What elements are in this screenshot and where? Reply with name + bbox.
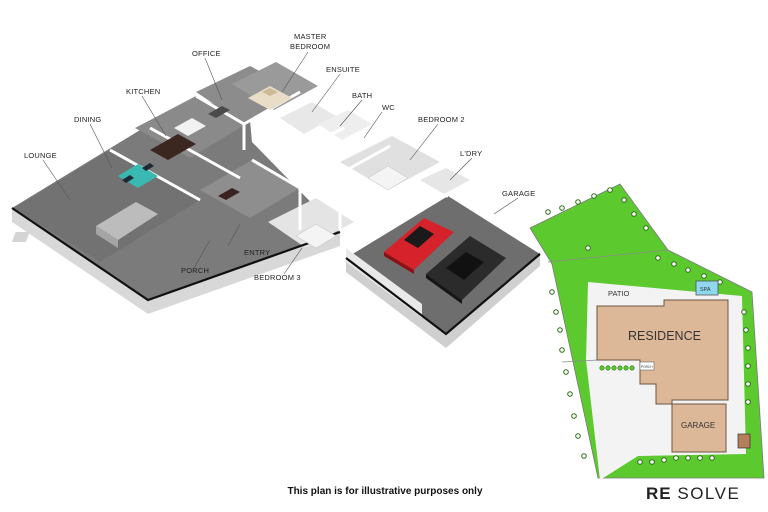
- garage-building: [671, 403, 727, 453]
- room-labels: LOUNGE DINING KITCHEN OFFICE MASTER BEDR…: [24, 32, 535, 282]
- shrub: [599, 365, 605, 371]
- tree: [585, 245, 591, 251]
- kitchen-counter: [150, 118, 206, 160]
- tree: [745, 399, 751, 405]
- tree: [745, 381, 751, 387]
- room-label-master-line1: MASTER: [294, 32, 327, 41]
- disclaimer-text: This plan is for illustrative purposes o…: [287, 486, 483, 497]
- tree: [673, 455, 679, 461]
- room-label-wc: WC: [382, 103, 395, 112]
- entry-table: [218, 188, 240, 200]
- trees: [545, 187, 751, 465]
- floor-plan-3d: LOUNGE DINING KITCHEN OFFICE MASTER BEDR…: [11, 32, 541, 348]
- tree: [643, 225, 649, 231]
- tree: [655, 255, 661, 261]
- tree: [671, 261, 677, 267]
- red-car: [384, 218, 454, 274]
- site-label-patio: PATIO: [608, 289, 630, 298]
- tree: [661, 457, 667, 463]
- bedroom3-bed: [295, 223, 337, 249]
- wall-depth-left: [12, 208, 340, 314]
- bath-floor: [318, 110, 372, 140]
- tree: [621, 197, 627, 203]
- outer-wall-garage: [345, 253, 541, 336]
- room-label-porch: PORCH: [181, 266, 209, 275]
- room-label-master-line2: BEDROOM: [290, 42, 330, 51]
- room-label-kitchen: KITCHEN: [126, 87, 160, 96]
- tree: [591, 193, 597, 199]
- tree: [559, 347, 565, 353]
- tree: [567, 391, 573, 397]
- bedroom3-floor: [268, 198, 354, 248]
- sofa: [11, 202, 158, 248]
- wall-depth-garage: [346, 252, 540, 348]
- room-label-ensuite: ENSUITE: [326, 65, 360, 74]
- tree: [571, 413, 577, 419]
- spa: [695, 280, 719, 296]
- ensuite-floor: [280, 102, 336, 134]
- master-floor: [232, 62, 318, 110]
- label-leaders: [42, 51, 519, 275]
- shrub: [629, 365, 635, 371]
- tree: [745, 345, 751, 351]
- tree: [581, 453, 587, 459]
- room-label-dining: DINING: [74, 115, 101, 124]
- tree: [607, 187, 613, 193]
- shrub: [617, 365, 623, 371]
- room-label-bedroom3: BEDROOM 3: [254, 273, 301, 282]
- tree: [559, 205, 565, 211]
- company-logo: RE SOLVE: [646, 484, 740, 504]
- black-car: [426, 236, 506, 304]
- tree: [575, 199, 581, 205]
- tree: [553, 309, 559, 315]
- dining-table: [118, 163, 158, 188]
- boundary-line: [547, 249, 669, 263]
- tree: [631, 211, 637, 217]
- logo-solve: SOLVE: [677, 484, 741, 503]
- tree: [545, 209, 551, 215]
- tree: [701, 273, 707, 279]
- boundary-line-2: [561, 359, 599, 363]
- patio-plants: [599, 365, 635, 371]
- site-porch: [639, 361, 655, 371]
- tree: [741, 309, 747, 315]
- room-label-lounge: LOUNGE: [24, 151, 57, 160]
- tree: [575, 433, 581, 439]
- tree: [697, 455, 703, 461]
- office-desk: [208, 106, 230, 118]
- outer-wall-left: [11, 207, 341, 302]
- room-label-office: OFFICE: [192, 49, 221, 58]
- tree: [649, 459, 655, 465]
- shrub: [611, 365, 617, 371]
- site-label-garage: GARAGE: [681, 421, 715, 430]
- laundry-floor: [420, 168, 470, 194]
- site-label-residence: RESIDENCE: [628, 329, 701, 343]
- tree: [709, 455, 715, 461]
- logo-re: RE: [646, 484, 672, 503]
- site-label-porch: PORCH: [641, 365, 653, 369]
- bedroom2-floor: [340, 136, 440, 190]
- tree: [563, 369, 569, 375]
- tree: [745, 363, 751, 369]
- shrub: [623, 365, 629, 371]
- site-plan: PATIO SPA RESIDENCE GARAGE PORCH: [529, 183, 765, 480]
- room-label-laundry: L'DRY: [460, 149, 482, 158]
- room-label-entry: ENTRY: [244, 248, 270, 257]
- shrub: [605, 365, 611, 371]
- bedroom2-bed: [367, 165, 409, 191]
- tree: [549, 289, 555, 295]
- site-label-spa: SPA: [700, 287, 711, 293]
- shed: [737, 433, 751, 449]
- tree: [637, 459, 643, 465]
- tree: [557, 327, 563, 333]
- master-bed: [248, 86, 292, 110]
- tree: [685, 267, 691, 273]
- room-label-bedroom2: BEDROOM 2: [418, 115, 465, 124]
- room-label-bath: BATH: [352, 91, 372, 100]
- tree: [685, 455, 691, 461]
- tree: [743, 327, 749, 333]
- room-label-garage: GARAGE: [502, 189, 535, 198]
